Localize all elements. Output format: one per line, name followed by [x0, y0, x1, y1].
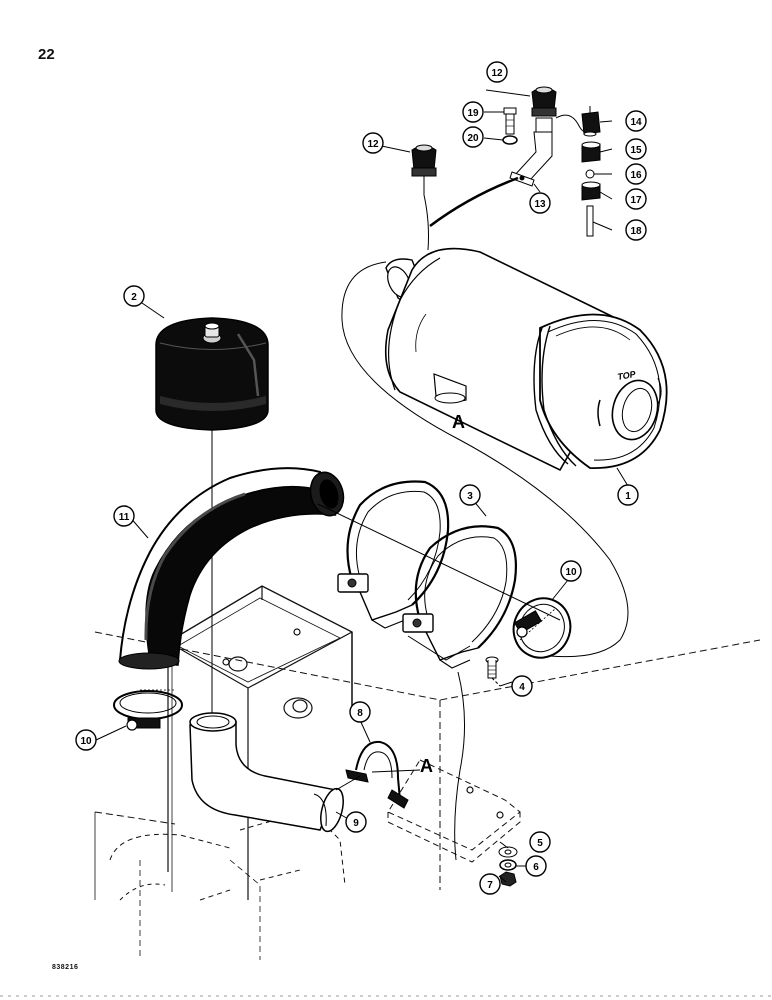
callout-label-17: 17	[630, 195, 642, 206]
bolt-19	[503, 107, 517, 135]
callout-label-3: 3	[467, 491, 473, 502]
callout-label-16: 16	[630, 170, 642, 181]
callout-8: 8	[349, 701, 371, 723]
callout-20: 20	[462, 126, 484, 148]
hose-clamp-upper	[512, 597, 572, 659]
callout-label-10-upper: 10	[565, 567, 577, 578]
view-label-lower: A	[420, 756, 433, 776]
callout-label-5: 5	[537, 838, 543, 849]
hose-centerline	[317, 503, 561, 621]
frame-structure	[94, 585, 761, 960]
callout-17: 17	[625, 188, 647, 210]
restriction-indicator-right	[531, 86, 557, 133]
hose-clamp-lower	[113, 689, 183, 731]
callout-label-2: 2	[131, 292, 137, 303]
intake-hose	[118, 467, 345, 670]
top-marking: TOP	[617, 369, 638, 382]
page-number: 22	[38, 46, 55, 63]
washer-20	[502, 135, 518, 145]
callout-19: 19	[462, 101, 484, 123]
callout-4: 4	[511, 675, 533, 697]
drawing-code: 838216	[52, 964, 79, 971]
callout-label-7: 7	[487, 880, 493, 891]
mounting-bands	[337, 480, 517, 669]
callout-7: 7	[479, 873, 501, 895]
callout-10-upper: 10	[560, 560, 582, 582]
u-clamp	[335, 740, 421, 809]
callout-12-right: 12	[486, 61, 508, 83]
restriction-indicator-left	[411, 144, 437, 195]
sleeve-16	[585, 169, 595, 179]
view-label-upper: A	[452, 412, 465, 432]
callout-label-20: 20	[467, 133, 479, 144]
nut-15	[581, 141, 601, 163]
callout-3: 3	[459, 484, 481, 506]
callout-10-lower: 10	[75, 729, 97, 751]
callout-label-18: 18	[630, 226, 642, 237]
washer-lock	[499, 859, 517, 871]
callout-label-14: 14	[630, 117, 642, 128]
callout-label-13: 13	[534, 199, 546, 210]
hex-nut	[499, 871, 517, 887]
callout-18: 18	[625, 219, 647, 241]
callout-16: 16	[625, 163, 647, 185]
precleaner-cap	[155, 317, 269, 431]
tube-18	[586, 205, 594, 237]
callout-label-12-right: 12	[491, 68, 503, 79]
callout-9: 9	[345, 811, 367, 833]
fitting-14	[581, 106, 601, 137]
indicator-tube	[429, 176, 519, 228]
nut-17	[581, 181, 601, 201]
callout-label-1: 1	[625, 491, 631, 502]
callout-1: 1	[617, 484, 639, 506]
callout-label-12-left: 12	[367, 139, 379, 150]
callout-label-9: 9	[353, 818, 359, 829]
callout-label-4: 4	[519, 682, 525, 693]
callout-5: 5	[529, 831, 551, 853]
callout-13: 13	[529, 192, 551, 214]
callout-label-15: 15	[630, 145, 642, 156]
mounting-bolt	[485, 656, 501, 687]
callout-15: 15	[625, 138, 647, 160]
callout-label-6: 6	[533, 862, 539, 873]
indicator-leader-left	[423, 194, 429, 251]
callout-12-left: 12	[362, 132, 384, 154]
routing-line	[341, 261, 629, 658]
callout-2: 2	[123, 285, 145, 307]
hardware-leader-line	[454, 671, 465, 861]
callout-label-11: 11	[119, 512, 130, 523]
callout-label-10-lower: 10	[80, 736, 92, 747]
callout-6: 6	[525, 855, 547, 877]
callout-label-8: 8	[357, 708, 363, 719]
washer-flat	[498, 846, 518, 858]
air-cleaner-assembly: TOP	[384, 247, 668, 472]
callout-14: 14	[625, 110, 647, 132]
callout-11: 11	[113, 505, 135, 527]
callout-label-19: 19	[467, 108, 479, 119]
indicator-bracket	[509, 131, 553, 187]
intake-elbow	[189, 712, 344, 833]
